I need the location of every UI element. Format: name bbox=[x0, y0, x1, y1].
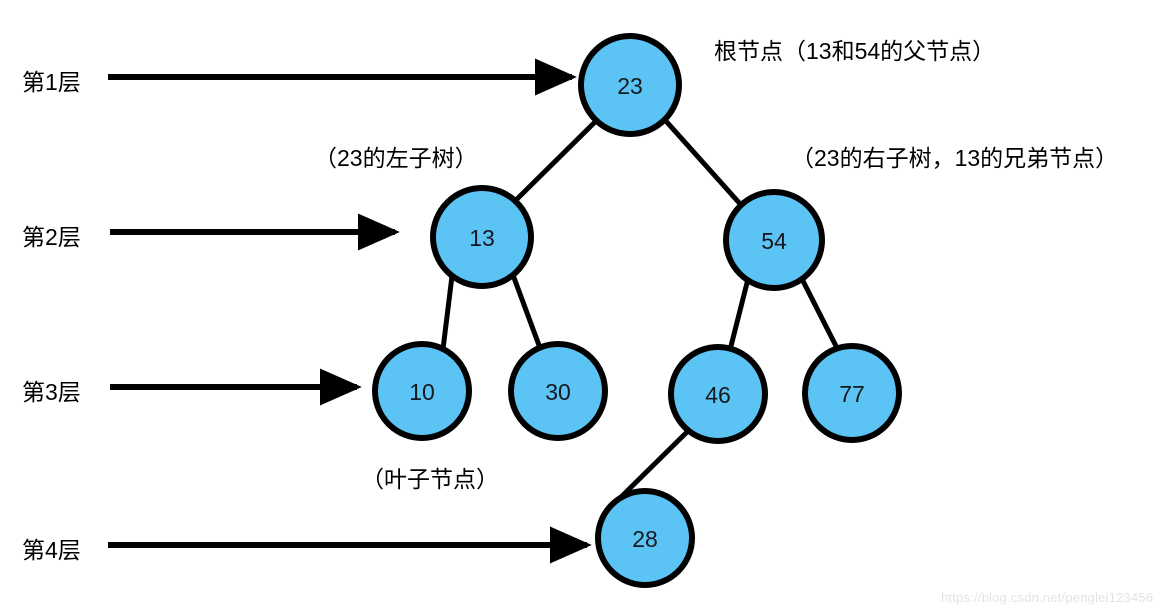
tree-edge-group bbox=[440, 118, 841, 505]
tree-node-23[interactable]: 23 bbox=[578, 33, 682, 137]
tree-edge-54-46 bbox=[727, 278, 751, 351]
node-label-54: 54 bbox=[761, 228, 787, 254]
tree-edge-13-10 bbox=[440, 275, 455, 350]
node-label-46: 46 bbox=[705, 382, 731, 408]
annotation-root-note: 根节点（13和54的父节点） bbox=[714, 38, 996, 64]
node-circle-77 bbox=[802, 343, 902, 443]
tree-edge-54-77 bbox=[799, 277, 841, 352]
level-arrow-group bbox=[108, 58, 592, 564]
node-circle-23 bbox=[578, 33, 682, 137]
node-circle-10 bbox=[372, 341, 472, 441]
annotation-leaf-note: （叶子节点） bbox=[361, 466, 499, 492]
tree-node-54[interactable]: 54 bbox=[723, 189, 825, 291]
node-circle-13 bbox=[430, 185, 534, 289]
annotation-left-subtree: （23的左子树） bbox=[314, 145, 478, 171]
watermark: https://blog.csdn.net/penglei123456 bbox=[941, 590, 1154, 605]
node-label-13: 13 bbox=[469, 225, 495, 251]
level-label-3: 第3层 bbox=[22, 379, 81, 405]
node-circle-46 bbox=[668, 344, 768, 444]
tree-node-13[interactable]: 13 bbox=[430, 185, 534, 289]
tree-node-77[interactable]: 77 bbox=[802, 343, 902, 443]
level-label-4: 第4层 bbox=[22, 537, 81, 563]
node-label-10: 10 bbox=[409, 379, 435, 405]
annotation-right-subtree: （23的右子树，13的兄弟节点） bbox=[791, 145, 1119, 171]
tree-edge-13-30 bbox=[510, 274, 543, 349]
node-circle-54 bbox=[723, 189, 825, 291]
tree-node-46[interactable]: 46 bbox=[668, 344, 768, 444]
tree-edge-23-13 bbox=[512, 119, 598, 204]
level-label-2: 第2层 bbox=[22, 224, 81, 250]
node-label-28: 28 bbox=[632, 526, 658, 552]
tree-node-28[interactable]: 28 bbox=[595, 488, 695, 588]
node-label-23: 23 bbox=[617, 73, 643, 99]
level-label-1: 第1层 bbox=[22, 69, 81, 95]
node-label-30: 30 bbox=[545, 379, 571, 405]
node-label-77: 77 bbox=[839, 381, 865, 407]
tree-node-10[interactable]: 10 bbox=[372, 341, 472, 441]
tree-edge-23-54 bbox=[663, 118, 744, 208]
tree-edge-46-28 bbox=[613, 429, 690, 505]
tree-node-30[interactable]: 30 bbox=[508, 341, 608, 441]
node-circle-28 bbox=[595, 488, 695, 588]
node-circle-30 bbox=[508, 341, 608, 441]
tree-node-group: 23 13 54 10 30 46 77 28 bbox=[372, 33, 902, 588]
